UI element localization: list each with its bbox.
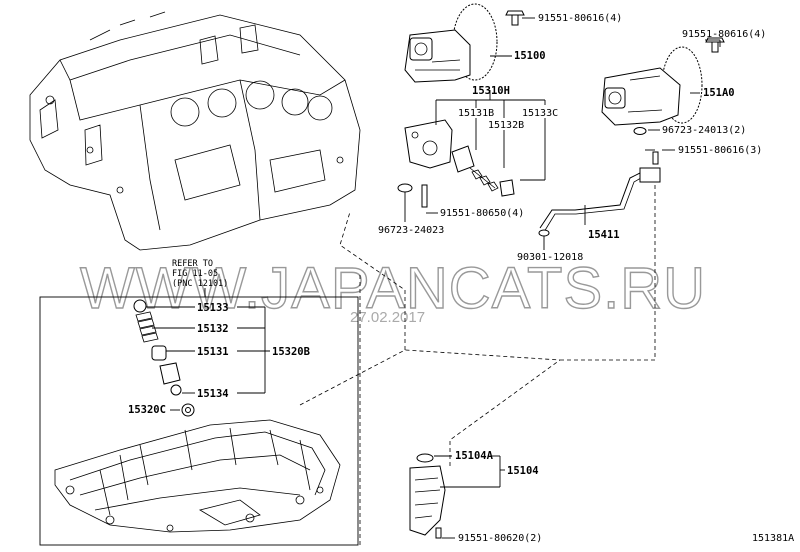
- engine-block-drawing: [29, 11, 361, 251]
- label-bolt-15104: 91551-80620(2): [458, 533, 542, 544]
- label-15320B: 15320B: [272, 346, 310, 358]
- refer-note-line2: FIG 11-05: [172, 269, 218, 279]
- leader-lines: [299, 17, 721, 545]
- oil-pan-drawing: [54, 419, 341, 533]
- label-15104: 15104: [507, 465, 539, 477]
- label-90301: 90301-12018: [517, 252, 583, 263]
- oil-pan-box: [39, 288, 359, 546]
- figure-id: 151381A: [752, 533, 794, 544]
- oil-pump-15100-drawing: [404, 3, 525, 83]
- label-oring-151A0: 96723-24013(2): [662, 125, 746, 136]
- label-15104A: 15104A: [455, 450, 494, 462]
- label-15134: 15134: [197, 388, 229, 400]
- label-bolt-15100: 91551-80616(4): [538, 13, 622, 24]
- label-15133C: 15133C: [522, 108, 558, 119]
- label-15310H: 15310H: [472, 85, 510, 97]
- label-15132B: 15132B: [488, 120, 524, 131]
- oil-pump-151A0-drawing: [601, 37, 725, 135]
- label-bolt-151A0: 91551-80616(4): [682, 29, 766, 40]
- label-bolt-15310: 91551-80650(4): [440, 208, 524, 219]
- label-15132: 15132: [197, 323, 229, 335]
- part-labels: 91551-80616(4) 15100 91551-80616(4) 151A…: [128, 13, 794, 544]
- label-oring-15310: 96723-24023: [378, 225, 444, 236]
- watermark-text: WWW.JAPANCATS.RU: [80, 256, 706, 321]
- refer-note-line3: (PNC 12101): [172, 279, 228, 289]
- label-15131B: 15131B: [458, 108, 494, 119]
- label-bolt-pipe: 91551-80616(3): [678, 145, 762, 156]
- label-15100: 15100: [514, 50, 546, 62]
- watermark-date: 27.02.2017: [350, 309, 425, 326]
- oil-pipe-15411-drawing: [538, 151, 661, 237]
- refer-note-line1: REFER TO: [172, 259, 213, 269]
- watermark: WWW.JAPANCATS.RU 27.02.2017: [79, 255, 706, 326]
- valve-assembly-15310H-drawing: [397, 119, 515, 208]
- label-151A0: 151A0: [703, 87, 735, 99]
- label-15320C: 15320C: [128, 404, 166, 416]
- label-15131: 15131: [197, 346, 229, 358]
- oil-strainer-15104-drawing: [409, 453, 505, 539]
- label-15411: 15411: [588, 229, 620, 241]
- label-15133: 15133: [197, 302, 229, 314]
